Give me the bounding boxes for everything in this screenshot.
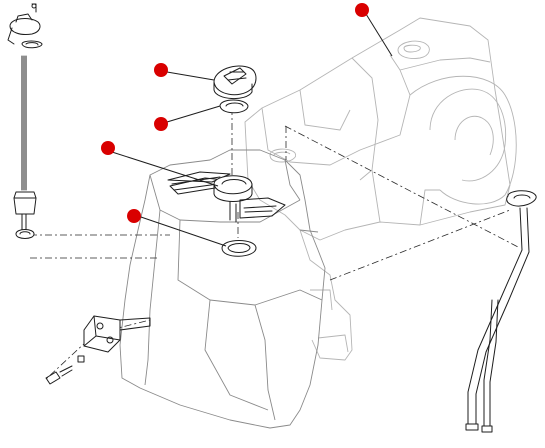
breather-pipe-icon [465, 190, 537, 433]
callout-marker-filler-neck-collar[interactable] [101, 141, 115, 155]
callout-marker-filler-cap[interactable] [154, 63, 168, 77]
filler-grille [167, 171, 286, 219]
sender-unit-icon [7, 3, 43, 239]
filler-neck-collar-icon [213, 175, 253, 223]
callout-marker-cap-seal-ring[interactable] [154, 117, 168, 131]
transmission-housing-ghost [244, 17, 517, 361]
leader-lines [111, 13, 393, 247]
callout-marker-transmission-housing[interactable] [355, 3, 369, 17]
cap-seal-ring-icon [219, 99, 249, 114]
callout-markers [101, 3, 369, 223]
callout-marker-filler-seal-ring[interactable] [127, 209, 141, 223]
mounting-bracket-icon [45, 315, 151, 385]
fuel-tank-ghost [119, 149, 326, 429]
filler-seal-ring-icon [221, 240, 257, 257]
alignment-lines [30, 108, 521, 381]
filler-cap-icon [213, 65, 257, 99]
